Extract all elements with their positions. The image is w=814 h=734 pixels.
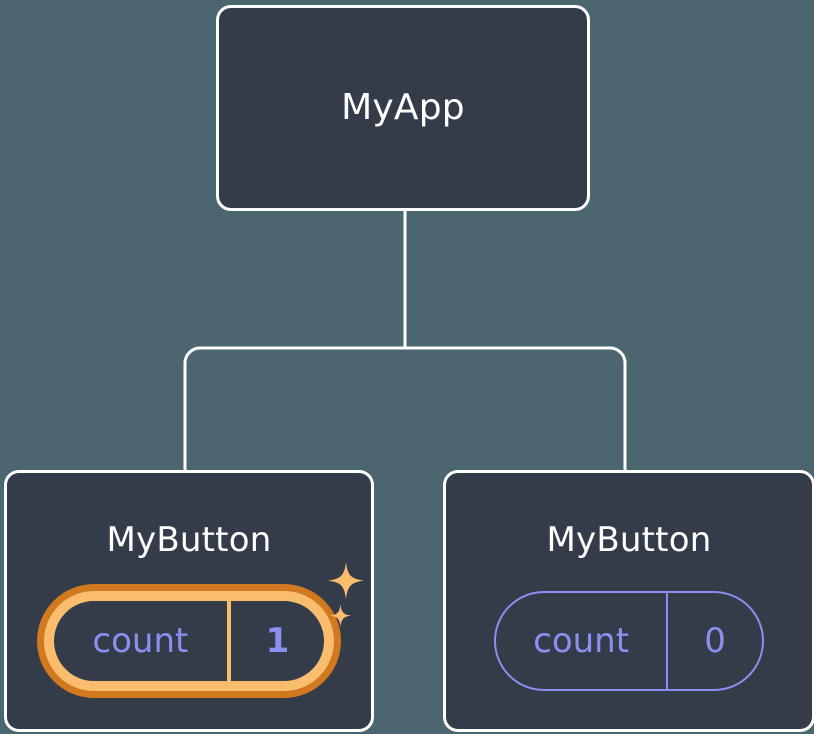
- state-pill-left-divider: [226, 601, 231, 681]
- state-pill-left-value: 1: [265, 621, 290, 661]
- state-pill-left-key: count: [92, 621, 189, 661]
- state-pill-right-divider: [666, 593, 669, 689]
- node-myapp-label: MyApp: [341, 87, 465, 128]
- state-pill-left-wrap: count 1: [7, 591, 371, 691]
- connector-right-branch: [405, 346, 627, 470]
- state-pill-right[interactable]: count 0: [494, 591, 764, 691]
- node-mybutton-right-label: MyButton: [546, 520, 712, 560]
- node-mybutton-left[interactable]: MyButton count 1: [4, 470, 374, 732]
- node-mybutton-right[interactable]: MyButton count 0: [443, 470, 814, 732]
- state-pill-right-value: 0: [704, 621, 726, 661]
- state-pill-right-wrap: count 0: [446, 591, 812, 691]
- state-pill-left[interactable]: count 1: [44, 591, 334, 691]
- node-myapp[interactable]: MyApp: [216, 5, 590, 211]
- state-pill-right-key: count: [533, 621, 630, 661]
- node-mybutton-left-label: MyButton: [106, 520, 272, 560]
- connector-left-branch: [183, 346, 405, 470]
